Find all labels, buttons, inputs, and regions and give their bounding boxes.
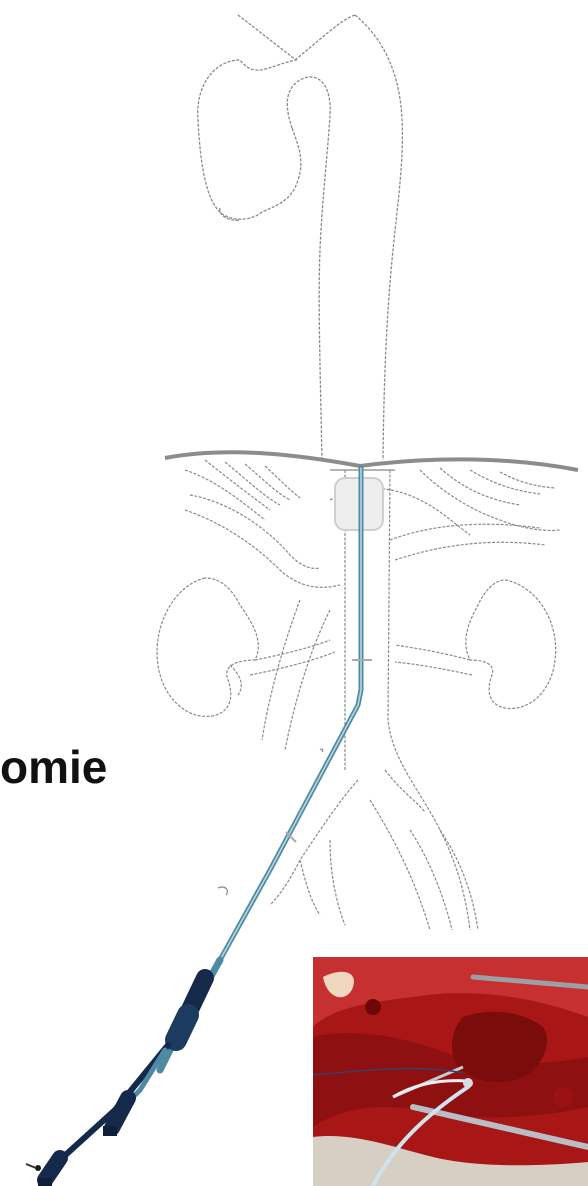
aorta-outline <box>198 15 403 460</box>
caption-text: omie <box>0 740 107 794</box>
diaphragm-outline <box>165 452 578 470</box>
surgical-field-photo-icon <box>313 957 588 1186</box>
surgical-photo <box>313 957 588 1186</box>
